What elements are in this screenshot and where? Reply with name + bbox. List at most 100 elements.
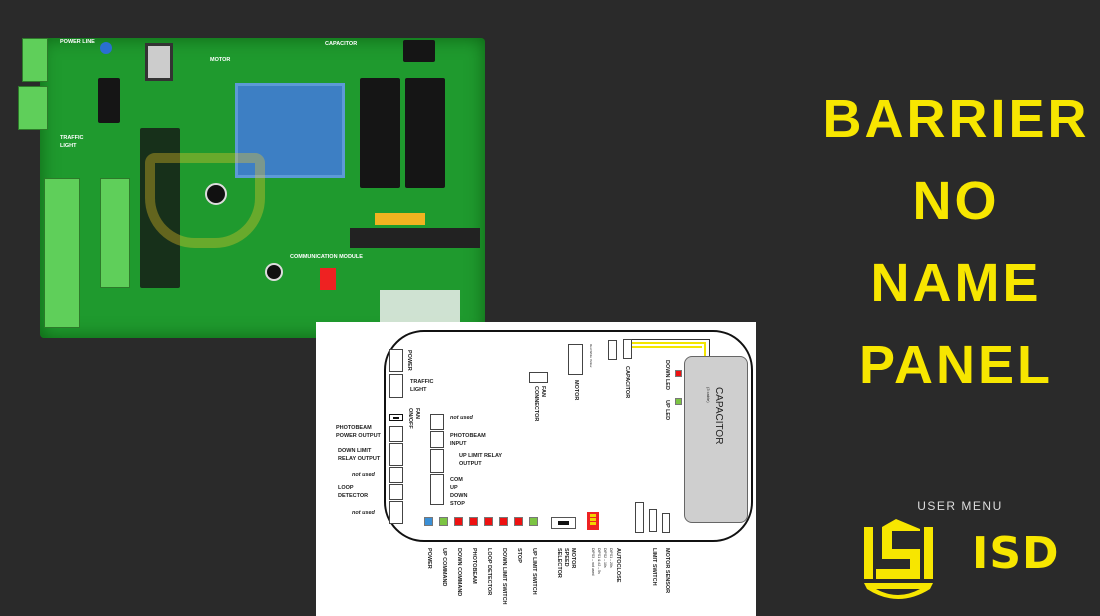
- status-led: [424, 517, 433, 526]
- down-led: [675, 370, 682, 377]
- connector: [430, 474, 444, 505]
- connector: [389, 443, 403, 466]
- status-led: [484, 517, 493, 526]
- watermark-logo: [145, 153, 265, 248]
- limit-switch-label: LIMIT SWITCH: [651, 548, 657, 586]
- wire: [632, 342, 706, 344]
- limit-switch-connector: [649, 509, 657, 532]
- traffic-terminal: [18, 86, 48, 130]
- photobeam-input-label: PHOTOBEAM INPUT: [450, 433, 486, 447]
- dip-switch: [320, 268, 336, 290]
- relay: [403, 40, 435, 62]
- pcb-photo: POWER LINE TRAFFIC LIGHT COMMUNICATION M…: [18, 38, 485, 338]
- capacitor-component: CAPACITOR (3 cable): [684, 356, 748, 523]
- dip-switch: [587, 512, 599, 530]
- motor-wires-label: Red White Yellow: [589, 344, 593, 368]
- relay: [360, 78, 400, 188]
- down-limit-relay-label: DOWN LIMIT RELAY OUTPUT: [338, 448, 381, 462]
- pcb-label: CAPACITOR: [325, 41, 358, 47]
- limit-switch-connector: [635, 502, 644, 533]
- wire: [709, 339, 710, 356]
- autoclose-options: DIPS1 – 20s DIPS2 – 10s DIPS1 & #2 – 5s …: [588, 548, 613, 588]
- title-line: NO: [912, 171, 1000, 231]
- status-led: [439, 517, 448, 526]
- capacitor-connector-label: CAPACITOR: [624, 366, 630, 399]
- terminal-block: [100, 178, 130, 288]
- title-line: PANEL: [858, 335, 1053, 395]
- fan-connector: [529, 372, 548, 383]
- led-label: DOWN COMMAND: [456, 548, 462, 597]
- terminal-block: [44, 178, 80, 328]
- motor-connector: [568, 344, 583, 375]
- connector: [430, 414, 444, 430]
- connector: [389, 484, 403, 500]
- connector: [389, 426, 403, 442]
- microcontroller: [350, 228, 480, 248]
- status-led: [514, 517, 523, 526]
- user-menu-tagline: USER MENU: [917, 499, 1003, 513]
- capacitor-label: CAPACITOR: [713, 387, 724, 445]
- led-label: STOP: [516, 548, 522, 563]
- status-led: [469, 517, 478, 526]
- autoclose-option: DIPS1 – 20s: [609, 548, 613, 568]
- inductor: [145, 43, 173, 81]
- up-led: [675, 398, 682, 405]
- not-used-label: not used: [352, 472, 375, 478]
- com-up-down-stop-label: COM UP DOWN STOP: [450, 477, 468, 507]
- up-led-label: UP LED: [664, 400, 670, 421]
- connector: [430, 449, 444, 473]
- connector: [389, 467, 403, 483]
- capacitor-blue: [100, 42, 112, 54]
- relay: [405, 78, 445, 188]
- led-label: UP LIMIT SWITCH: [531, 548, 537, 595]
- led-label: LOOP DETECTOR: [486, 548, 492, 596]
- autoclose-option: DIPS2 – 10s: [603, 548, 607, 568]
- panel-outline: [384, 330, 753, 542]
- motor-label: MOTOR: [573, 380, 579, 401]
- status-led: [499, 517, 508, 526]
- power-terminal: [22, 38, 48, 82]
- led-label: PHOTOBEAM: [471, 548, 477, 584]
- fan-switch: [389, 414, 403, 421]
- connector: [430, 431, 444, 448]
- pcb-label: MOTOR: [210, 57, 231, 63]
- relay: [98, 78, 120, 123]
- led-label: DOWN LIMIT SWITCH: [501, 548, 507, 605]
- loop-detector-label: LOOP DETECTOR: [338, 485, 369, 499]
- title-line: BARRIER: [822, 89, 1090, 149]
- up-limit-relay-label: UP LIMIT RELAY OUTPUT: [459, 453, 502, 467]
- title: BARRIER NO NAME PANEL: [820, 78, 1092, 406]
- fan-onoff-label: FAN ON/OFF: [407, 408, 420, 429]
- wire: [632, 346, 702, 348]
- electrolytic-cap: [265, 263, 283, 281]
- autoclose-option: DIPS3 – not used: [591, 548, 595, 576]
- capacitor-connector: [608, 340, 617, 360]
- title-line: NAME: [870, 253, 1042, 313]
- motor-sensor-label: MOTOR SENSOR: [664, 548, 670, 594]
- led-label: UP COMMAND: [441, 548, 447, 587]
- autoclose-label: AUTOCLOSE: [615, 548, 621, 583]
- capacitor-note: (3 cable): [706, 387, 711, 403]
- wire: [704, 342, 706, 356]
- autoclose-option: DIPS1 & #2 – 5s: [597, 548, 601, 574]
- photobeam-power-label: PHOTOBEAM POWER OUTPUT: [336, 425, 381, 439]
- speed-selector: [551, 517, 576, 529]
- down-led-label: DOWN LED: [664, 360, 670, 390]
- motor-sensor-connector: [662, 513, 670, 533]
- not-used-label: not used: [352, 510, 375, 516]
- traffic-light-label: TRAFFIC LIGHT: [410, 379, 434, 393]
- traffic-connector: [389, 374, 403, 398]
- power-connector: [389, 349, 403, 372]
- fan-connector-label: FAN CONNECTOR: [533, 386, 546, 422]
- isd-shield-logo: [864, 519, 933, 599]
- isd-logo-text: ISD: [972, 528, 1060, 579]
- status-led: [529, 517, 538, 526]
- not-used-label: not used: [450, 415, 473, 421]
- capacitor-connector: [623, 339, 632, 359]
- motor-speed-selector-label: MOTOR SPEED SELECTOR: [556, 548, 576, 578]
- connector: [389, 501, 403, 524]
- pcb-label: POWER LINE: [60, 39, 95, 45]
- resistor: [375, 213, 425, 225]
- power-label: POWER: [406, 350, 412, 371]
- led-label: POWER: [426, 548, 432, 569]
